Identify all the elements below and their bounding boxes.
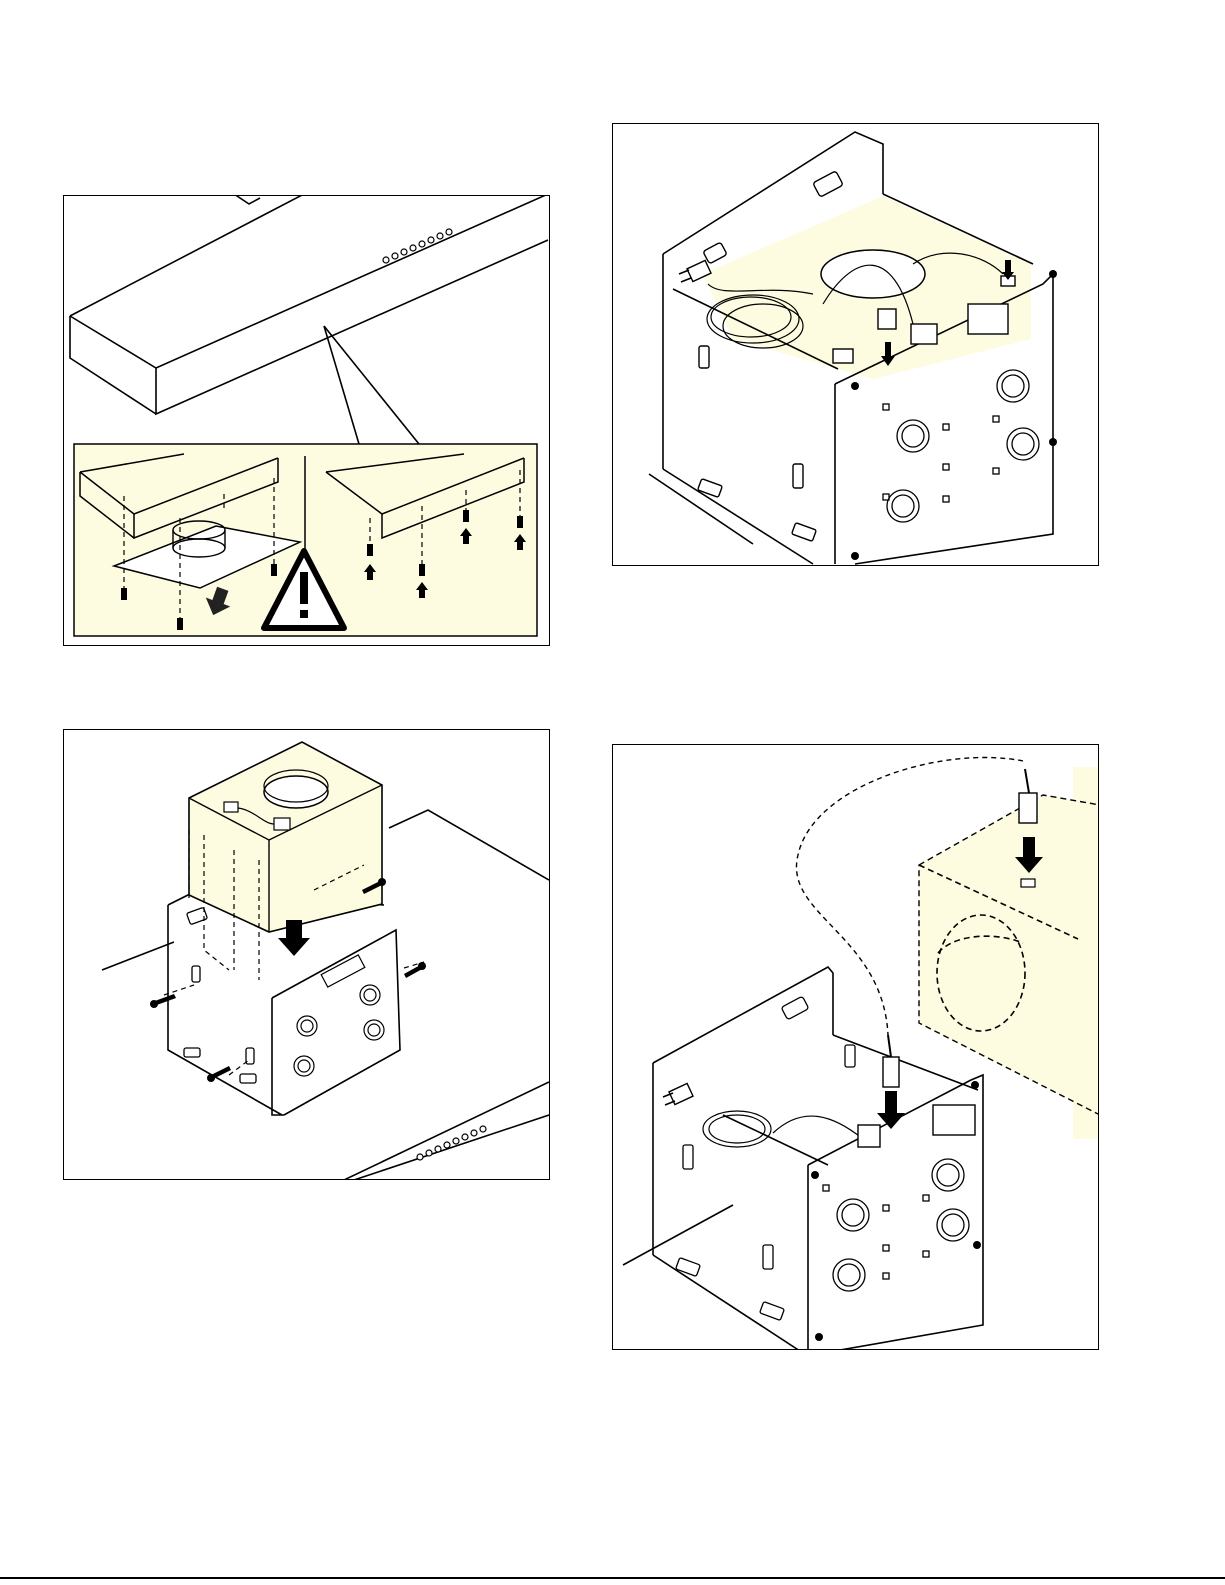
coiled-cable xyxy=(703,1111,863,1147)
panel-remove-duct-plate xyxy=(63,195,550,646)
panel-connect-cable xyxy=(612,744,1099,1350)
footer-rule xyxy=(0,1577,1225,1579)
down-arrow-icon xyxy=(877,1091,905,1129)
motor-plate xyxy=(823,1159,969,1291)
motor-box-wiring-illustration xyxy=(613,124,1099,566)
control-buttons xyxy=(383,229,452,263)
control-buttons xyxy=(417,1126,486,1160)
plug-icon xyxy=(663,1083,693,1105)
motor-plate xyxy=(883,370,1039,522)
motor-housing-outline xyxy=(919,795,1099,1115)
motor-box xyxy=(189,742,382,932)
motor-box-install-illustration xyxy=(64,730,550,1180)
panel-motor-box-wiring xyxy=(612,123,1099,566)
panel-install-motor-box xyxy=(63,729,550,1180)
connect-cable-illustration xyxy=(613,745,1099,1350)
hood-underside-illustration xyxy=(64,196,550,646)
connector-icon xyxy=(1019,769,1037,823)
